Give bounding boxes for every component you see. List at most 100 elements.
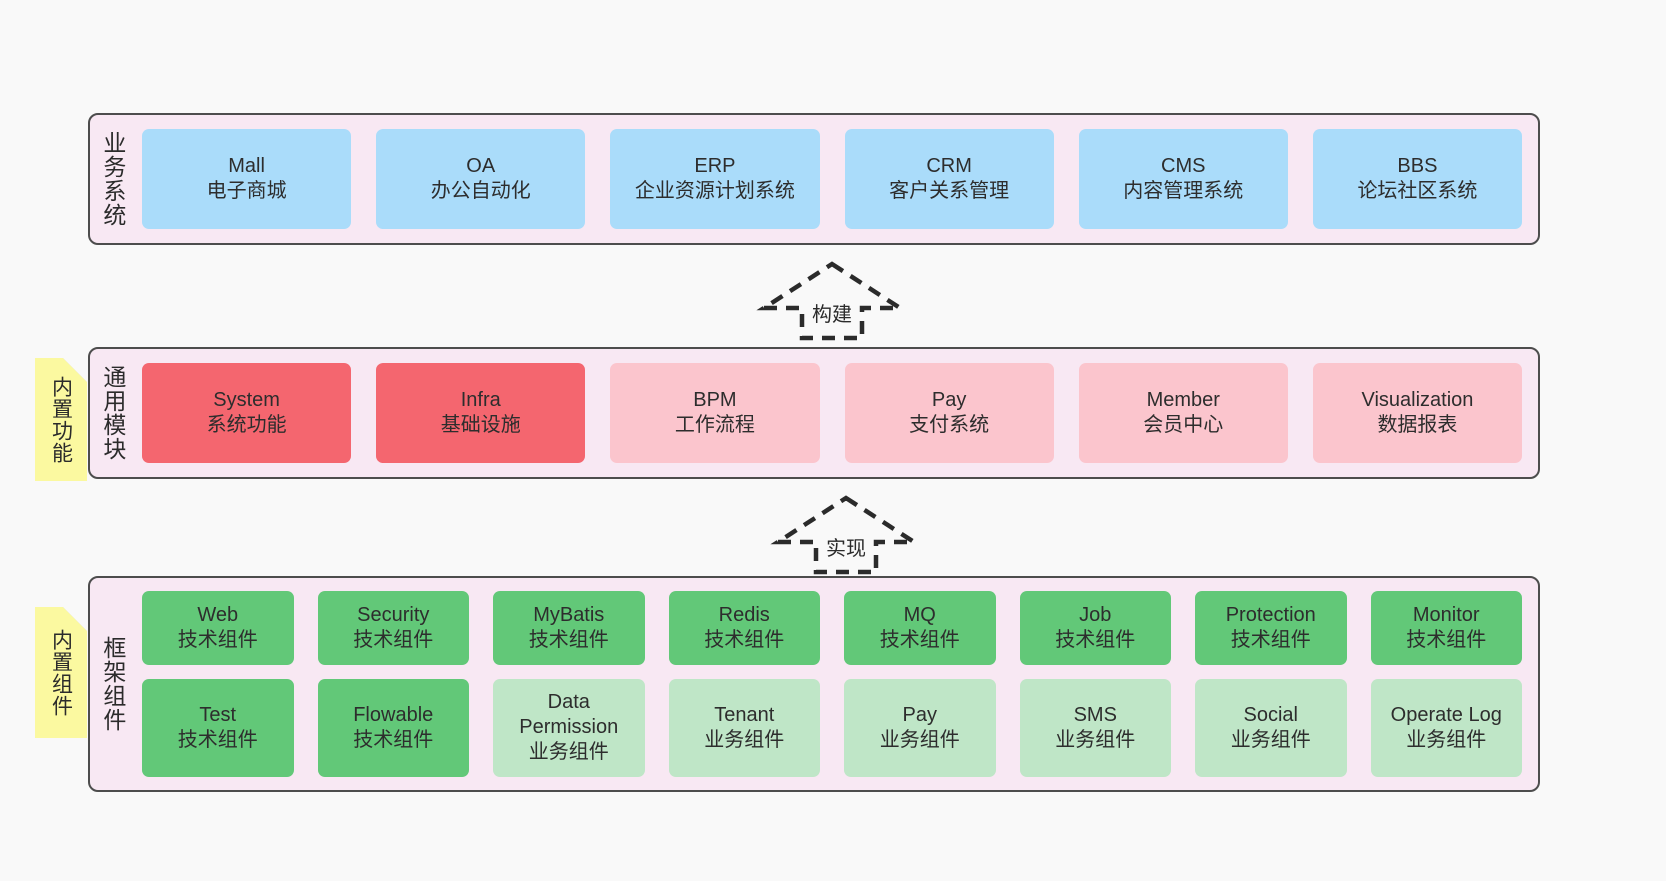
component-subtitle: 系统功能 bbox=[206, 414, 287, 436]
component-card-redis[interactable]: Redis 技术组件 bbox=[668, 591, 820, 665]
component-card-bpm[interactable]: BPM 工作流程 bbox=[610, 363, 820, 463]
component-card-oa[interactable]: OA 办公自动化 bbox=[376, 129, 586, 229]
component-card-pay-business[interactable]: Pay 业务组件 bbox=[844, 678, 996, 777]
layer-body-framework-components: Web 技术组件 Security 技术组件 MyBatis 技术组件 Redi… bbox=[134, 578, 1538, 790]
component-name: CMS bbox=[1161, 155, 1206, 177]
layer-body-business-systems: Mall 电子商城 OA 办公自动化 ERP 企业资源计划系统 CRM 客户关系… bbox=[134, 115, 1538, 243]
component-card-protection[interactable]: Protection 技术组件 bbox=[1195, 591, 1347, 665]
layer-title-framework-components: 框架组件 bbox=[99, 636, 126, 732]
component-subtitle: 业务组件 bbox=[1055, 728, 1136, 751]
component-subtitle: 基础设施 bbox=[440, 414, 521, 436]
component-card-mall[interactable]: Mall 电子商城 bbox=[142, 129, 352, 229]
component-name: MQ bbox=[903, 603, 936, 626]
component-subtitle: 数据报表 bbox=[1377, 414, 1458, 436]
component-card-member[interactable]: Member 会员中心 bbox=[1078, 363, 1288, 463]
component-row: System 系统功能 Infra 基础设施 BPM 工作流程 Pay 支付系统… bbox=[142, 363, 1523, 463]
component-subtitle: 业务组件 bbox=[1230, 728, 1311, 751]
component-card-security[interactable]: Security 技术组件 bbox=[317, 591, 469, 665]
component-name: Visualization bbox=[1361, 389, 1474, 411]
layer-body-common-modules: System 系统功能 Infra 基础设施 BPM 工作流程 Pay 支付系统… bbox=[134, 349, 1538, 477]
component-subtitle: 内容管理系统 bbox=[1123, 180, 1244, 202]
component-name: Operate Log bbox=[1390, 703, 1502, 726]
component-card-flowable[interactable]: Flowable 技术组件 bbox=[317, 678, 469, 777]
component-name: Monitor bbox=[1412, 603, 1480, 626]
component-name: Redis bbox=[718, 603, 770, 626]
component-card-mybatis[interactable]: MyBatis 技术组件 bbox=[493, 591, 645, 665]
component-name: ERP bbox=[694, 155, 736, 177]
component-subtitle: 技术组件 bbox=[704, 628, 785, 651]
component-subtitle: 技术组件 bbox=[879, 628, 960, 651]
note-builtin-components: 内置组件 bbox=[35, 607, 87, 738]
component-card-visualization[interactable]: Visualization 数据报表 bbox=[1312, 363, 1523, 463]
component-subtitle: 技术组件 bbox=[177, 728, 258, 751]
component-name: MyBatis bbox=[533, 603, 605, 626]
component-card-crm[interactable]: CRM 客户关系管理 bbox=[844, 129, 1054, 229]
component-card-system[interactable]: System 系统功能 bbox=[142, 363, 352, 463]
component-name: System bbox=[213, 389, 280, 411]
connector-label-implement: 实现 bbox=[826, 538, 866, 560]
component-name: SMS bbox=[1073, 703, 1117, 726]
component-subtitle: 会员中心 bbox=[1143, 414, 1224, 436]
component-card-web[interactable]: Web 技术组件 bbox=[142, 591, 294, 665]
component-card-test[interactable]: Test 技术组件 bbox=[142, 678, 294, 777]
component-name: Mall bbox=[228, 155, 265, 177]
component-subtitle: 企业资源计划系统 bbox=[634, 180, 795, 202]
component-name: BBS bbox=[1397, 155, 1438, 177]
component-subtitle: 技术组件 bbox=[353, 728, 434, 751]
connector-implement: 实现 bbox=[766, 492, 926, 578]
component-subtitle: 电子商城 bbox=[206, 180, 287, 202]
component-name: Member bbox=[1146, 389, 1220, 411]
component-name: Test bbox=[199, 703, 237, 726]
component-subtitle: 业务组件 bbox=[1406, 728, 1487, 751]
note-label: 内置组件 bbox=[49, 628, 73, 717]
component-subtitle: 技术组件 bbox=[1055, 628, 1136, 651]
component-name: CRM bbox=[926, 155, 972, 177]
component-subtitle: 支付系统 bbox=[909, 414, 990, 436]
component-card-data-permission[interactable]: Data Permission 业务组件 bbox=[493, 678, 645, 777]
component-subtitle: 技术组件 bbox=[1406, 628, 1487, 651]
component-card-monitor[interactable]: Monitor 技术组件 bbox=[1370, 591, 1522, 665]
component-card-pay[interactable]: Pay 支付系统 bbox=[844, 363, 1054, 463]
component-card-operate-log[interactable]: Operate Log 业务组件 bbox=[1370, 678, 1522, 777]
component-name: Social bbox=[1243, 703, 1298, 726]
component-card-bbs[interactable]: BBS 论坛社区系统 bbox=[1312, 129, 1523, 229]
component-card-erp[interactable]: ERP 企业资源计划系统 bbox=[610, 129, 820, 229]
component-subtitle: 业务组件 bbox=[879, 728, 960, 751]
connector-build: 构建 bbox=[752, 258, 912, 344]
component-card-cms[interactable]: CMS 内容管理系统 bbox=[1078, 129, 1288, 229]
component-subtitle: 工作流程 bbox=[674, 414, 755, 436]
component-name: Job bbox=[1079, 603, 1112, 626]
component-subtitle: 论坛社区系统 bbox=[1357, 180, 1478, 202]
component-subtitle: 客户关系管理 bbox=[889, 180, 1010, 202]
connector-label-build: 构建 bbox=[812, 304, 852, 326]
component-subtitle: 业务组件 bbox=[528, 741, 609, 764]
component-name: Pay bbox=[931, 389, 967, 411]
component-name: BPM bbox=[693, 389, 737, 411]
component-name: Pay bbox=[902, 703, 937, 726]
note-builtin-functions: 内置功能 bbox=[35, 358, 87, 481]
component-name: Protection bbox=[1225, 603, 1316, 626]
component-card-social[interactable]: Social 业务组件 bbox=[1195, 678, 1347, 777]
layer-business-systems: 业务系统 Mall 电子商城 OA 办公自动化 ERP 企业资源计划系统 CRM… bbox=[88, 113, 1540, 245]
component-card-tenant[interactable]: Tenant 业务组件 bbox=[668, 678, 820, 777]
component-card-sms[interactable]: SMS 业务组件 bbox=[1019, 678, 1171, 777]
component-name: Security bbox=[357, 603, 430, 626]
component-subtitle: 业务组件 bbox=[704, 728, 785, 751]
layer-framework-components: 框架组件 Web 技术组件 Security 技术组件 MyBatis 技术组件… bbox=[88, 576, 1540, 792]
component-row: Web 技术组件 Security 技术组件 MyBatis 技术组件 Redi… bbox=[142, 591, 1522, 665]
note-label: 内置功能 bbox=[49, 375, 73, 464]
component-name: Data Permission bbox=[519, 691, 619, 739]
component-subtitle: 技术组件 bbox=[528, 628, 609, 651]
layer-title-business-systems: 业务系统 bbox=[99, 131, 126, 227]
component-card-job[interactable]: Job 技术组件 bbox=[1019, 591, 1171, 665]
component-subtitle: 技术组件 bbox=[1230, 628, 1311, 651]
component-card-infra[interactable]: Infra 基础设施 bbox=[376, 363, 586, 463]
component-name: Tenant bbox=[714, 703, 775, 726]
component-name: Web bbox=[197, 603, 239, 626]
component-subtitle: 办公自动化 bbox=[430, 180, 531, 202]
component-row: Test 技术组件 Flowable 技术组件 Data Permission … bbox=[142, 678, 1522, 777]
component-card-mq[interactable]: MQ 技术组件 bbox=[844, 591, 996, 665]
component-name: Flowable bbox=[353, 703, 434, 726]
component-name: OA bbox=[466, 155, 496, 177]
